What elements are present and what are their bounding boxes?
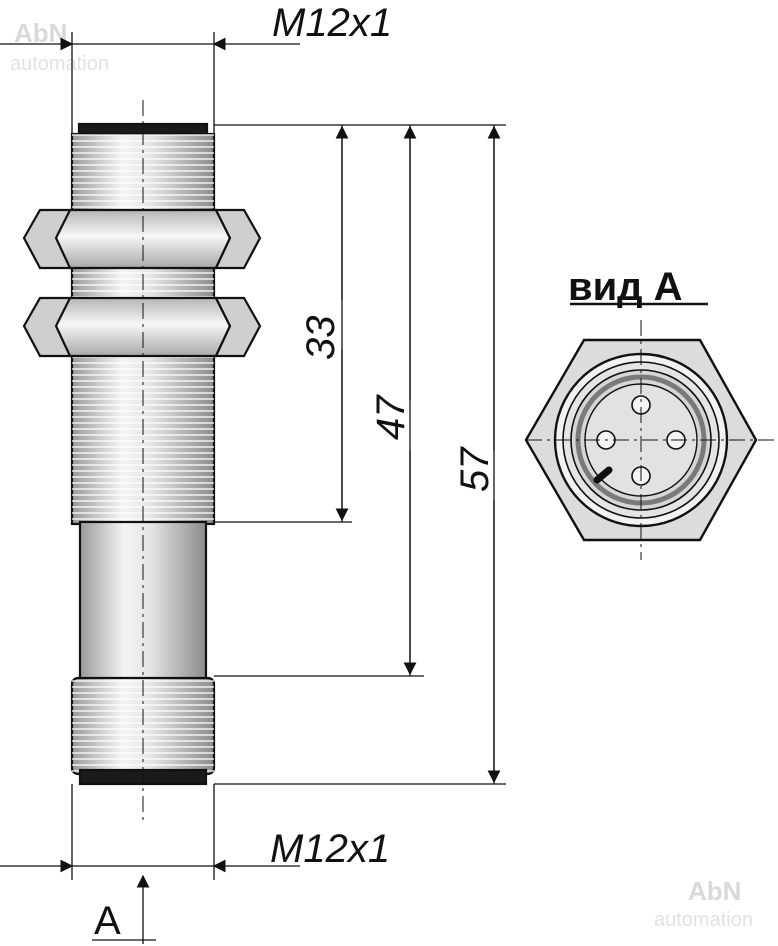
view-marker: A [94, 899, 121, 943]
coding-key [593, 466, 613, 484]
sensor-side-view [22, 100, 262, 820]
svg-text:AbN: AbN [14, 18, 67, 48]
watermark-bottom: AbN automation [654, 876, 753, 931]
nut-upper [22, 208, 262, 270]
thread-label-bottom: M12x1 [270, 827, 390, 871]
dimension-33: 33 [299, 316, 343, 361]
svg-text:automation: automation [654, 909, 753, 931]
svg-text:automation: automation [10, 53, 109, 75]
view-a-title: вид А [568, 265, 683, 309]
nut-lower [22, 296, 262, 358]
thread-label-top: M12x1 [272, 1, 392, 45]
dimension-47: 47 [369, 394, 413, 440]
watermark-top: AbN automation [10, 18, 109, 75]
view-a-connector [524, 320, 778, 560]
dimensions [0, 32, 506, 944]
dimension-57: 57 [453, 446, 497, 492]
svg-text:AbN: AbN [688, 876, 741, 906]
